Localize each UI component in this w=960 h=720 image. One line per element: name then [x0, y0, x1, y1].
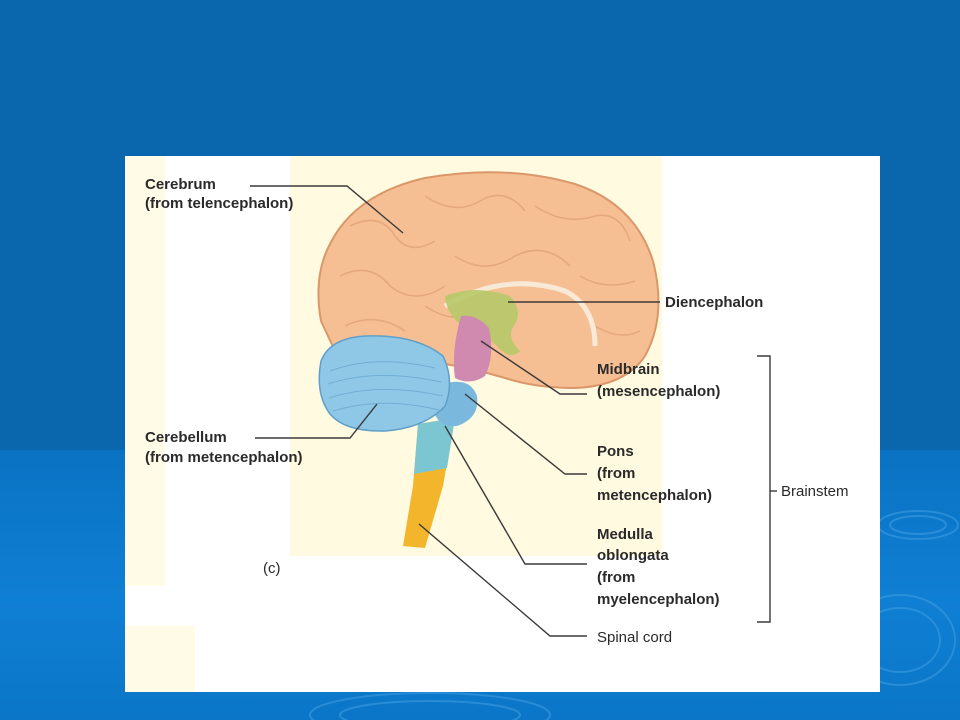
- medulla-shape: [414, 418, 455, 474]
- cerebellum-folia: [327, 361, 444, 412]
- backdrop-strip-left: [125, 156, 165, 586]
- cerebellum-shape: [318, 335, 451, 432]
- label-pons: Pons (from metencephalon): [597, 443, 712, 504]
- label-brainstem: Brainstem: [781, 483, 849, 500]
- label-figure-c: (c): [263, 560, 281, 577]
- leader-spinal-cord: [418, 523, 587, 637]
- brainstem-bracket: [757, 355, 771, 623]
- leader-cerebellum: [255, 403, 378, 439]
- label-spinal-cord: Spinal cord: [597, 629, 672, 646]
- brain-diagram: Cerebrum (from telencephalon) Diencephal…: [125, 156, 849, 692]
- cerebrum-gyri: [339, 194, 641, 336]
- leader-midbrain: [480, 340, 587, 395]
- label-diencephalon: Diencephalon: [665, 294, 763, 311]
- leader-medulla: [444, 425, 587, 565]
- backdrop-strip-bottom: [125, 626, 195, 692]
- leader-cerebrum: [250, 185, 404, 234]
- midbrain-shape: [453, 315, 492, 382]
- diagram-panel: Cerebrum (from telencephalon) Diencephal…: [125, 156, 880, 692]
- label-cerebrum: Cerebrum (from telencephalon): [145, 176, 293, 212]
- label-medulla: Medulla oblongata (from myelencephalon): [597, 526, 720, 608]
- label-cerebellum: Cerebellum (from metencephalon): [145, 429, 303, 466]
- leader-pons: [464, 393, 587, 475]
- label-midbrain: Midbrain (mesencephalon): [597, 361, 720, 400]
